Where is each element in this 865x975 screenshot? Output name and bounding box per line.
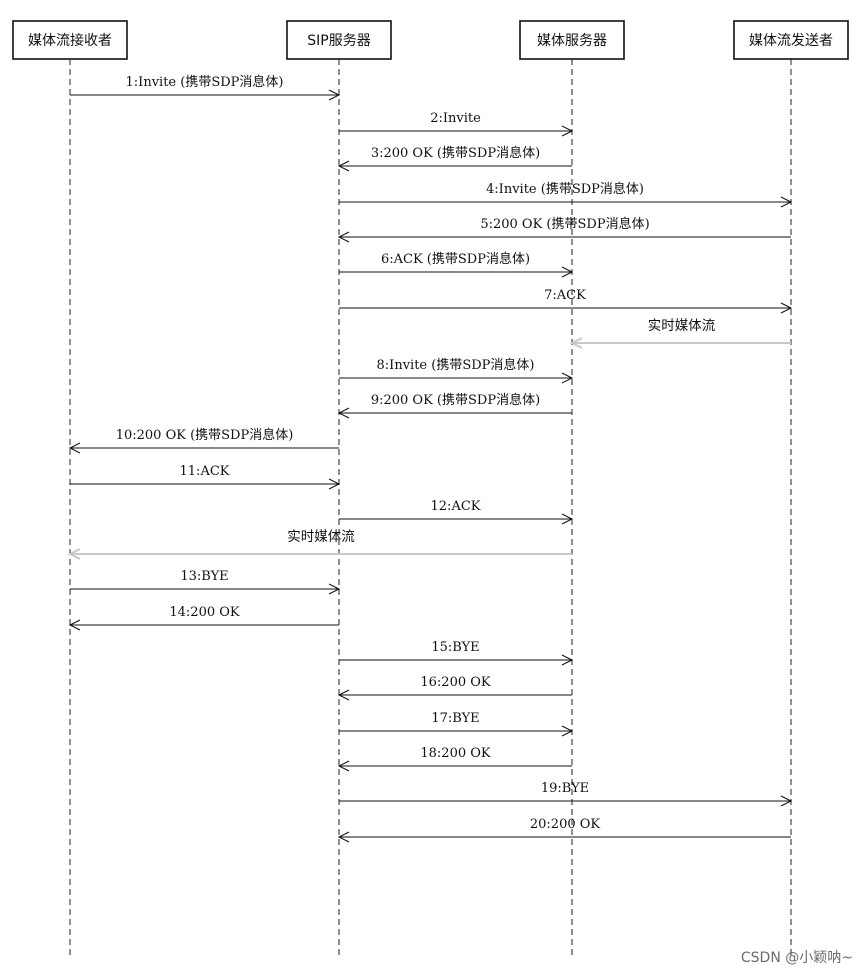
arrowhead-icon bbox=[780, 302, 793, 314]
participant-receiver: 媒体流接收者 bbox=[12, 20, 128, 60]
message-13: 12:ACK bbox=[339, 499, 574, 525]
message-label: 19:BYE bbox=[541, 781, 589, 796]
message-16: 14:200 OK bbox=[68, 605, 339, 631]
arrowhead-icon bbox=[337, 231, 350, 243]
arrowhead-icon bbox=[561, 372, 574, 384]
arrowhead-icon bbox=[337, 689, 350, 701]
message-label: 17:BYE bbox=[431, 711, 479, 726]
message-20: 18:200 OK bbox=[337, 746, 572, 772]
messages: 1:Invite (携带SDP消息体) 2:Invite 3:200 OK (携带S… bbox=[67, 74, 793, 843]
message-4: 4:Invite (携带SDP消息体) bbox=[339, 181, 793, 208]
arrowhead-icon bbox=[561, 266, 574, 278]
arrowhead-icon bbox=[337, 407, 350, 419]
message-label: 20:200 OK bbox=[530, 817, 601, 832]
arrowhead-icon bbox=[337, 831, 350, 843]
message-label: 1:Invite (携带SDP消息体) bbox=[126, 74, 284, 90]
message-label: 11:ACK bbox=[180, 464, 230, 479]
participant-label: 媒体服务器 bbox=[537, 33, 607, 49]
participant-label: 媒体流接收者 bbox=[28, 32, 112, 49]
message-label: 7:ACK bbox=[544, 288, 586, 303]
participant-box bbox=[286, 20, 392, 60]
message-label: 实时媒体流 bbox=[648, 318, 716, 334]
message-label: 3:200 OK (携带SDP消息体) bbox=[371, 145, 540, 161]
arrowhead-icon bbox=[561, 125, 574, 137]
media-stream: 实时媒体流 bbox=[569, 318, 791, 349]
participants: 媒体流接收者 SIP服务器 媒体服务器 媒体流发送者 bbox=[12, 20, 849, 60]
message-2: 2:Invite bbox=[339, 111, 574, 137]
message-label: 4:Invite (携带SDP消息体) bbox=[486, 181, 644, 197]
message-17: 15:BYE bbox=[339, 640, 574, 666]
watermark: CSDN @小颖呐~ bbox=[740, 950, 853, 966]
arrowhead-icon bbox=[328, 583, 341, 595]
message-19: 17:BYE bbox=[339, 711, 574, 737]
message-18: 16:200 OK bbox=[337, 675, 572, 701]
arrowhead-icon bbox=[337, 160, 350, 172]
arrowhead-icon bbox=[328, 89, 341, 101]
message-label: 8:Invite (携带SDP消息体) bbox=[377, 357, 535, 373]
message-label: 13:BYE bbox=[180, 569, 228, 584]
arrowhead-icon bbox=[68, 619, 81, 631]
message-label: 15:BYE bbox=[431, 640, 479, 655]
participant-label: SIP服务器 bbox=[307, 33, 370, 49]
message-7: 7:ACK bbox=[339, 288, 793, 314]
message-label: 16:200 OK bbox=[420, 675, 491, 690]
arrowhead-icon bbox=[569, 337, 583, 349]
message-label: 2:Invite bbox=[430, 111, 481, 126]
arrowhead-icon bbox=[780, 795, 793, 807]
message-5: 5:200 OK (携带SDP消息体) bbox=[337, 216, 791, 243]
arrowhead-icon bbox=[67, 548, 81, 560]
message-label: 18:200 OK bbox=[420, 746, 491, 761]
message-label: 9:200 OK (携带SDP消息体) bbox=[371, 392, 540, 408]
arrowhead-icon bbox=[68, 442, 81, 454]
message-21: 19:BYE bbox=[339, 781, 793, 807]
message-label: 5:200 OK (携带SDP消息体) bbox=[480, 216, 649, 232]
message-9: 8:Invite (携带SDP消息体) bbox=[339, 357, 574, 384]
participant-box bbox=[12, 20, 128, 60]
message-3: 3:200 OK (携带SDP消息体) bbox=[337, 145, 572, 172]
message-1: 1:Invite (携带SDP消息体) bbox=[70, 74, 341, 101]
message-6: 6:ACK (携带SDP消息体) bbox=[339, 251, 574, 278]
arrowhead-icon bbox=[561, 725, 574, 737]
message-label: 12:ACK bbox=[431, 499, 481, 514]
arrowhead-icon bbox=[561, 654, 574, 666]
arrowhead-icon bbox=[337, 760, 350, 772]
media-stream: 实时媒体流 bbox=[67, 529, 572, 560]
arrowhead-icon bbox=[561, 513, 574, 525]
message-label: 6:ACK (携带SDP消息体) bbox=[381, 251, 530, 267]
participant-box bbox=[519, 20, 625, 60]
message-10: 9:200 OK (携带SDP消息体) bbox=[337, 392, 572, 419]
arrowhead-icon bbox=[328, 478, 341, 490]
participant-box bbox=[733, 20, 849, 60]
participant-sender: 媒体流发送者 bbox=[733, 20, 849, 60]
message-label: 实时媒体流 bbox=[287, 529, 355, 545]
participant-label: 媒体流发送者 bbox=[749, 33, 833, 49]
participant-media: 媒体服务器 bbox=[519, 20, 625, 60]
message-label: 14:200 OK bbox=[169, 605, 240, 620]
participant-sip: SIP服务器 bbox=[286, 20, 392, 60]
message-15: 13:BYE bbox=[70, 569, 341, 595]
message-11: 10:200 OK (携带SDP消息体) bbox=[68, 427, 339, 454]
message-22: 20:200 OK bbox=[337, 817, 791, 843]
arrowhead-icon bbox=[780, 196, 793, 208]
message-label: 10:200 OK (携带SDP消息体) bbox=[116, 427, 294, 443]
message-12: 11:ACK bbox=[70, 464, 341, 490]
